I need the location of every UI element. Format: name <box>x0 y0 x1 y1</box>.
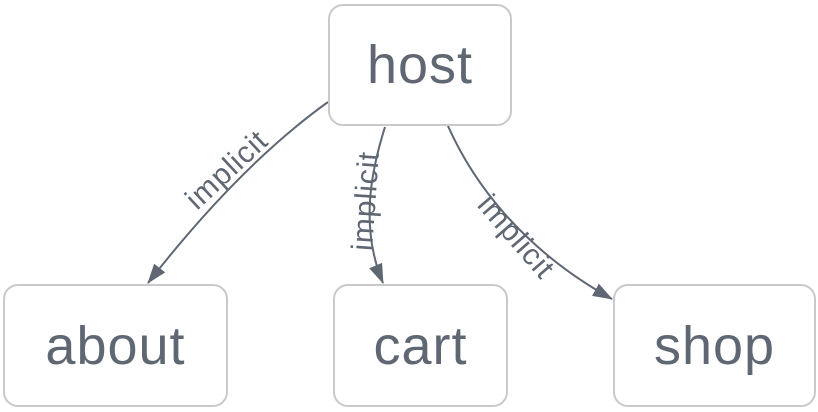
node-about: about <box>3 284 228 407</box>
node-cart: cart <box>333 284 508 407</box>
node-about-label: about <box>45 315 186 376</box>
node-host: host <box>328 4 512 126</box>
edge-host-shop <box>447 125 613 300</box>
edge-host-about <box>147 101 329 284</box>
node-shop: shop <box>613 284 816 407</box>
node-host-label: host <box>366 35 474 95</box>
edge-label-host-shop: implicit <box>471 189 561 286</box>
node-shop-label: shop <box>653 315 776 376</box>
edge-host-cart <box>368 126 386 284</box>
edge-label-host-about: implicit <box>179 124 274 216</box>
node-cart-label: cart <box>373 315 468 376</box>
edge-label-host-cart: implicit <box>346 150 386 252</box>
